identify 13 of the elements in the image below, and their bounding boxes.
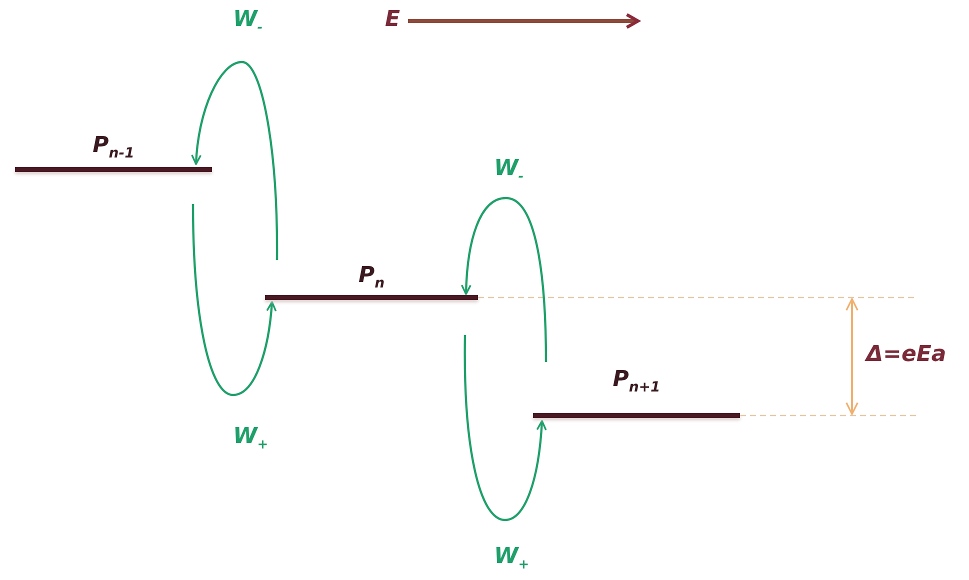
level-label: P$_{n-1}$ [92, 134, 134, 164]
edge-label: W$_{+}$ [233, 425, 268, 454]
edge-label: W$_{-}$ [494, 157, 524, 186]
hopping-arrow [464, 335, 547, 522]
edge-label: W$_{-}$ [233, 8, 263, 38]
hopping-arrow [191, 60, 278, 260]
level-label: P$_{n+1}$ [612, 368, 660, 398]
field-label: E [385, 8, 400, 32]
hopping-arrow [192, 204, 277, 396]
energy-gap-label: Δ=eEa [866, 343, 946, 367]
hopping-arrow [461, 196, 548, 362]
level-label: P$_{n}$ [358, 264, 385, 294]
edge-label: W$_{+}$ [494, 545, 530, 574]
